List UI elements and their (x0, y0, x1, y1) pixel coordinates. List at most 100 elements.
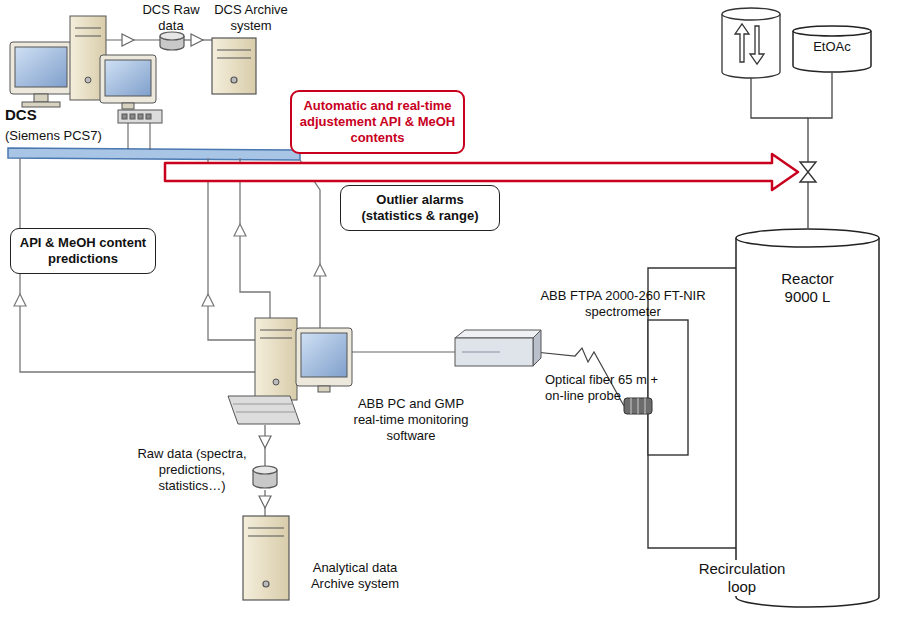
instrument-label: ABB FTPA 2000-260 FT-NIR spectrometer (528, 288, 718, 320)
flow-triangle-part (234, 224, 246, 236)
online-probe-part (624, 398, 652, 414)
pc-spectrometer-cable-part (352, 351, 455, 352)
dcs-computer-part (130, 114, 135, 119)
recirculation-loop (648, 268, 736, 548)
dcs-computer-part (146, 114, 151, 119)
abb-pc-part (296, 328, 352, 386)
analytical-archive-flow-part (263, 581, 269, 587)
dcs-bus-part (8, 148, 300, 160)
online-probe-part (645, 398, 646, 414)
adjustment-callout: Automatic and real-time adjustement API … (290, 90, 465, 154)
abb-pc-part (236, 412, 296, 413)
dcs-computer-part (150, 123, 151, 150)
dcs-computer-part (122, 114, 127, 119)
dcs-archive-flow (106, 32, 256, 94)
spectrometer (455, 330, 541, 366)
dcs-computer-part (15, 47, 67, 87)
spectrometer-part (455, 330, 541, 338)
transfer-tank-part (722, 14, 780, 78)
transfer-tank-part (751, 78, 808, 118)
valve (800, 162, 816, 182)
data-label: Raw data (spectra, predictions, statisti… (128, 446, 256, 494)
dcs-computer-part (100, 55, 156, 103)
dcs-archive-flow-part (191, 34, 203, 46)
transfer-tank-part (735, 24, 749, 62)
dcs-computer-part (85, 77, 91, 83)
recirculation-loop-part (648, 268, 736, 548)
spectrometer-part (533, 330, 541, 366)
abb-pc-part (273, 379, 279, 385)
system-title: DCS (5, 106, 65, 124)
dcs-computer-part (34, 94, 48, 102)
dcs-bus (8, 148, 300, 160)
dcs-archive-flow-part (231, 77, 237, 83)
dcs-archive-flow-part (160, 32, 184, 40)
transfer-tank-part (722, 8, 780, 20)
node-text: Reactor 9000 L (768, 270, 848, 306)
flow-triangle-part (202, 294, 214, 306)
node-text: API & MeOH content predictions (18, 235, 148, 267)
node-text: Automatic and real-time adjustement API … (299, 98, 456, 146)
analytical-archive-flow (243, 425, 289, 600)
dcs-archive-flow-part (212, 38, 256, 94)
reactor-vessel: Reactor 9000 L (735, 228, 880, 608)
flow-triangle-part (14, 294, 26, 306)
node-text: EtOAc (792, 39, 872, 55)
flow-triangle-part (314, 264, 326, 276)
spectrometer-part (462, 352, 500, 353)
analytical-archive-flow-part (253, 466, 277, 474)
transfer-tank-part (750, 26, 764, 64)
cylinder-top (736, 229, 879, 247)
online-probe-part (631, 398, 632, 414)
dcs-archive-flow-part (217, 57, 251, 58)
system-subtitle: (Siemens PCS7) (5, 128, 115, 144)
dcs-computer-part (75, 28, 101, 29)
spectrometer-part (455, 338, 533, 366)
fiber-label: Optical fiber 65 m + on-line probe (545, 372, 663, 404)
dcs-archive-flow-part (122, 34, 134, 46)
online-probe-part (638, 398, 639, 414)
recirculation-loop-part (648, 320, 688, 455)
analytical-archive-flow-part (243, 516, 289, 600)
analytical-archive-flow-part (248, 527, 284, 528)
dcs-computer-part (10, 42, 72, 94)
abb-pc-part (301, 333, 347, 377)
data-label: DCS Raw data (136, 2, 206, 34)
abb-pc-part (228, 396, 300, 424)
analytical-archive-flow-part (259, 436, 271, 448)
loop-label: Recirculation loop (690, 560, 794, 596)
abb-pc-part (260, 330, 292, 331)
abb-pc-part (318, 386, 330, 392)
communication-lines-part (300, 160, 320, 328)
solvent-tank: EtOAc (792, 25, 872, 73)
flow-triangle (14, 224, 326, 306)
cylinder-top (793, 26, 871, 36)
abb-pc-part (233, 404, 293, 405)
dcs-computer-part (138, 114, 143, 119)
dcs-computer-part (75, 36, 101, 37)
online-probe (624, 398, 652, 414)
valve-part (800, 162, 816, 182)
node-text: Outlier alarms (statistics & range) (348, 192, 492, 224)
abb-pc-part (260, 338, 292, 339)
cylinder-body (736, 238, 879, 607)
analytical-archive-flow-part (248, 535, 284, 536)
computer-label: ABB PC and GMP real-time monitoring soft… (345, 396, 477, 444)
cylinder-body (793, 31, 871, 72)
abb-pc-part (255, 318, 297, 400)
analytical-archive-flow-part (259, 496, 271, 508)
dcs-computer-part (122, 103, 134, 109)
dcs-computer-part (118, 110, 162, 123)
abb-pc (228, 318, 352, 424)
alarm-callout: Outlier alarms (statistics & range) (340, 185, 500, 231)
archive-label: Analytical data Archive system (294, 560, 416, 592)
pipe-connector (808, 73, 832, 228)
communication-lines-part (208, 158, 255, 340)
dcs-computer-part (105, 60, 151, 96)
dcs-computer-part (128, 123, 129, 149)
dcs-archive-flow-part (217, 49, 251, 50)
archive-label: DCS Archive system (208, 2, 294, 34)
prediction-callout: API & MeOH content predictions (10, 228, 156, 274)
pc-spectrometer-cable (352, 352, 455, 353)
